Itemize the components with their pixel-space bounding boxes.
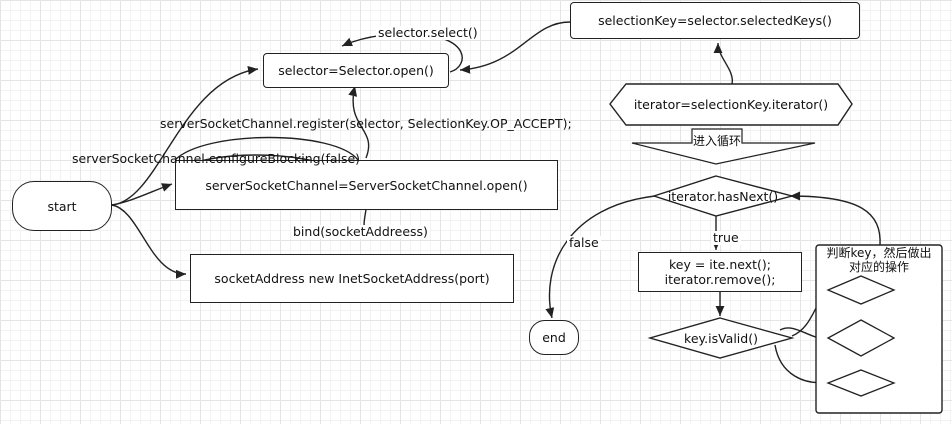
handler-group-title: 判断key，然后做出 对应的操作 xyxy=(816,245,942,275)
handler-diamond-2 xyxy=(826,319,896,357)
handler-title-line-2: 对应的操作 xyxy=(848,260,909,274)
true-edge-label: true xyxy=(711,230,741,245)
socket-address-box: socketAddress new InetSocketAddress(port… xyxy=(190,254,514,303)
selector-open-box: selector=Selector.open() xyxy=(263,53,449,88)
handler-diamond-3 xyxy=(826,369,896,397)
isvalid-label: key.isValid() xyxy=(684,330,758,346)
loop-entry-label: 进入循环 xyxy=(692,133,741,148)
iterator-hexagon xyxy=(609,83,853,126)
edge-start-to-selector xyxy=(111,65,259,206)
next-remove-box: key = ite.next(); iterator.remove(); xyxy=(638,252,802,292)
remove-line: iterator.remove(); xyxy=(664,272,776,287)
next-line: key = ite.next(); xyxy=(669,257,771,272)
edge-register-loop xyxy=(348,85,370,159)
server-channel-open-box: serverSocketChannel=ServerSocketChannel.… xyxy=(175,160,558,210)
selected-keys-box: selectionKey=selector.selectedKeys() xyxy=(570,2,860,39)
handler-diamond-1 xyxy=(826,275,896,305)
isvalid-diamond xyxy=(647,317,795,359)
bind-edge-label: bind(socketAddreess) xyxy=(291,224,430,239)
hasnext-diamond xyxy=(651,175,795,217)
loop-entry-arrow xyxy=(631,128,816,165)
select-edge-label: selector.select() xyxy=(376,25,480,40)
handler-title-line-1: 判断key，然后做出 xyxy=(826,246,932,260)
false-edge-label: false xyxy=(567,235,601,250)
edge-start-to-channel xyxy=(111,183,173,206)
edge-start-to-socketaddress xyxy=(111,204,187,279)
edge-handler-to-hasnext xyxy=(789,191,881,247)
iterator-label: iterator=selectionKey.iterator() xyxy=(633,96,829,112)
start-node: start xyxy=(12,181,112,231)
configure-blocking-label: serverSocketChannel.configureBlocking(fa… xyxy=(72,151,361,166)
register-edge-label: serverSocketChannel.register(selector, S… xyxy=(160,116,572,131)
edge-iterator-to-selectedkeys xyxy=(713,42,733,85)
hasnext-label: iterator.hasNext() xyxy=(667,188,779,204)
end-node: end xyxy=(529,320,579,355)
edge-selectedkeys-to-selector xyxy=(459,21,571,74)
